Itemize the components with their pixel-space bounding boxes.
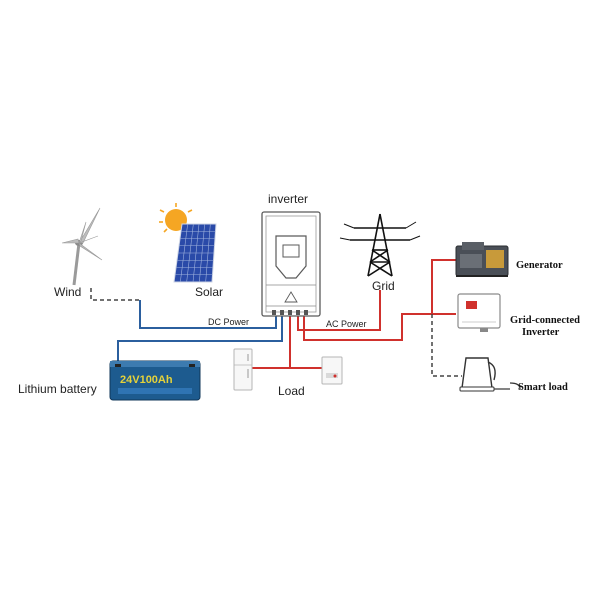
solar-label: Solar	[195, 285, 223, 299]
inverter-icon	[261, 211, 321, 317]
battery-dc-connection	[117, 316, 283, 361]
smart-load-label: Smart load	[518, 382, 568, 393]
kettle-icon	[459, 357, 521, 392]
dc-power-label: DC Power	[208, 317, 249, 327]
grid-inverter-label-line1: Grid-connected	[510, 315, 580, 326]
wind-turbine-icon	[61, 207, 103, 286]
wind-dc-connection	[90, 288, 140, 301]
solar-panel-icon	[173, 223, 217, 283]
inverter-label: inverter	[268, 192, 308, 206]
generator-ac-connection	[303, 259, 456, 341]
grid-connected-inverter-icon	[457, 293, 501, 332]
grid-ac-connection	[297, 290, 381, 331]
battery-print: 24V100Ah	[120, 374, 173, 386]
ac-power-label: AC Power	[326, 319, 367, 329]
wind-label: Wind	[54, 285, 81, 299]
lithium-battery-label: Lithium battery	[18, 382, 97, 396]
generator-icon	[455, 242, 509, 277]
grid-inverter-label-line2: Inverter	[522, 327, 560, 338]
transmission-tower-icon	[339, 213, 421, 277]
load-appliance-icon	[233, 348, 343, 391]
lithium-battery-icon: 24V100Ah	[109, 360, 201, 401]
generator-label: Generator	[516, 260, 563, 271]
load-label: Load	[278, 384, 305, 398]
solar-dc-connection	[139, 300, 277, 329]
grid-label: Grid	[372, 279, 395, 293]
